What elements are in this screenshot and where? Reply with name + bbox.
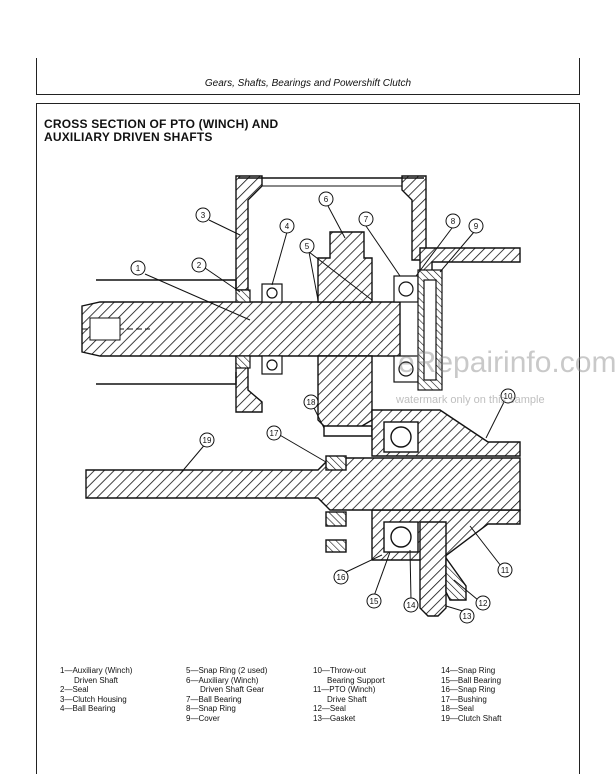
svg-text:5: 5	[305, 242, 310, 251]
legend-item: 17—Bushing	[441, 694, 487, 704]
legend-item: 9—Cover	[186, 713, 220, 723]
callout-16: 16	[333, 569, 349, 585]
legend-item: 5—Snap Ring (2 used)	[186, 666, 268, 675]
callout-9: 9	[468, 218, 484, 234]
legend-item: 4—Ball Bearing	[60, 704, 116, 714]
section-title: CROSS SECTION OF PTO (WINCH) AND AUXILIA…	[44, 118, 278, 144]
callout-markers: 1 2 3 4 5 6 7 8 9 10 11 12 13 14 15 16 1…	[130, 191, 516, 624]
callout-10: 10	[500, 388, 516, 404]
svg-text:11: 11	[501, 566, 510, 575]
callout-1: 1	[130, 260, 146, 276]
legend-item: 19—Clutch Shaft	[441, 713, 502, 723]
section-title-line2: AUXILIARY DRIVEN SHAFTS	[44, 130, 213, 144]
legend-item: 8—Snap Ring	[186, 704, 236, 714]
legend-item: Driven Shaft	[74, 675, 119, 685]
legend-item: 3—Clutch Housing	[60, 694, 127, 704]
callout-18: 18	[303, 394, 319, 410]
callout-2: 2	[191, 257, 207, 273]
legend-col-1: 1—Auxiliary (Winch) Driven Shaft 2—Seal …	[60, 666, 132, 714]
legend-item: 7—Ball Bearing	[186, 694, 242, 704]
svg-text:13: 13	[463, 612, 472, 621]
section-title-line1: CROSS SECTION OF PTO (WINCH) AND	[44, 117, 279, 131]
ball-bearing-right	[393, 269, 443, 391]
legend-item: 2—Seal	[60, 685, 89, 695]
legend-item: 6—Auxiliary (Winch)	[186, 675, 259, 685]
svg-text:12: 12	[479, 599, 488, 608]
svg-text:19: 19	[203, 436, 212, 445]
legend-item: 12—Seal	[313, 704, 346, 714]
driven-shaft-gear	[317, 231, 373, 437]
callout-7: 7	[358, 211, 374, 227]
svg-text:9: 9	[474, 222, 479, 231]
leader-lines	[144, 205, 506, 613]
svg-text:3: 3	[201, 211, 206, 220]
svg-text:15: 15	[370, 597, 379, 606]
svg-text:6: 6	[324, 195, 329, 204]
watermark-text: eRepairinfo.com	[398, 346, 616, 379]
callout-6: 6	[318, 191, 334, 207]
callout-15: 15	[366, 593, 382, 609]
callout-8: 8	[445, 213, 461, 229]
legend-item: 16—Snap Ring	[441, 685, 496, 695]
pto-drive-shaft-lower	[325, 521, 467, 617]
legend-col-3: 10—Throw-out Bearing Support 11—PTO (Win…	[313, 666, 385, 724]
legend-item: 13—Gasket	[313, 713, 356, 723]
callout-14: 14	[403, 597, 419, 613]
clutch-shaft	[85, 455, 521, 527]
svg-text:1: 1	[136, 264, 141, 273]
callout-11: 11	[497, 562, 513, 578]
page-header-box: Gears, Shafts, Bearings and Powershift C…	[36, 58, 580, 95]
content-box	[36, 103, 580, 774]
callout-17: 17	[266, 425, 282, 441]
legend-item: Drive Shaft	[327, 694, 367, 704]
callout-3: 3	[195, 207, 211, 223]
legend-item: 18—Seal	[441, 704, 474, 714]
legend-item: 14—Snap Ring	[441, 666, 496, 675]
legend-item: 10—Throw-out	[313, 666, 366, 675]
callout-19: 19	[199, 432, 215, 448]
svg-text:18: 18	[307, 398, 316, 407]
svg-text:16: 16	[337, 573, 346, 582]
svg-text:7: 7	[364, 215, 369, 224]
callout-13: 13	[459, 608, 475, 624]
clutch-housing	[235, 175, 521, 413]
legend-item: Bearing Support	[327, 675, 385, 685]
legend-item: 15—Ball Bearing	[441, 675, 502, 685]
svg-text:10: 10	[504, 392, 513, 401]
legend-col-4: 14—Snap Ring 15—Ball Bearing 16—Snap Rin…	[441, 666, 501, 724]
throw-out-bearing-support	[371, 409, 521, 561]
callout-12: 12	[475, 595, 491, 611]
page-header-title: Gears, Shafts, Bearings and Powershift C…	[204, 78, 412, 89]
svg-text:4: 4	[285, 222, 290, 231]
legend-col-2: 5—Snap Ring (2 used) 6—Auxiliary (Winch)…	[186, 666, 267, 724]
legend-item: Driven Shaft Gear	[200, 685, 265, 695]
callout-4: 4	[279, 218, 295, 234]
svg-text:8: 8	[451, 217, 456, 226]
svg-text:14: 14	[407, 601, 416, 610]
callout-5: 5	[299, 238, 315, 254]
svg-text:17: 17	[270, 429, 279, 438]
svg-text:2: 2	[197, 261, 202, 270]
seal-and-bearing-left	[235, 283, 283, 375]
watermark-subtext: watermark only on this sample	[396, 394, 545, 406]
legend-item: 1—Auxiliary (Winch)	[60, 666, 133, 675]
legend-item: 11—PTO (Winch)	[313, 685, 376, 695]
